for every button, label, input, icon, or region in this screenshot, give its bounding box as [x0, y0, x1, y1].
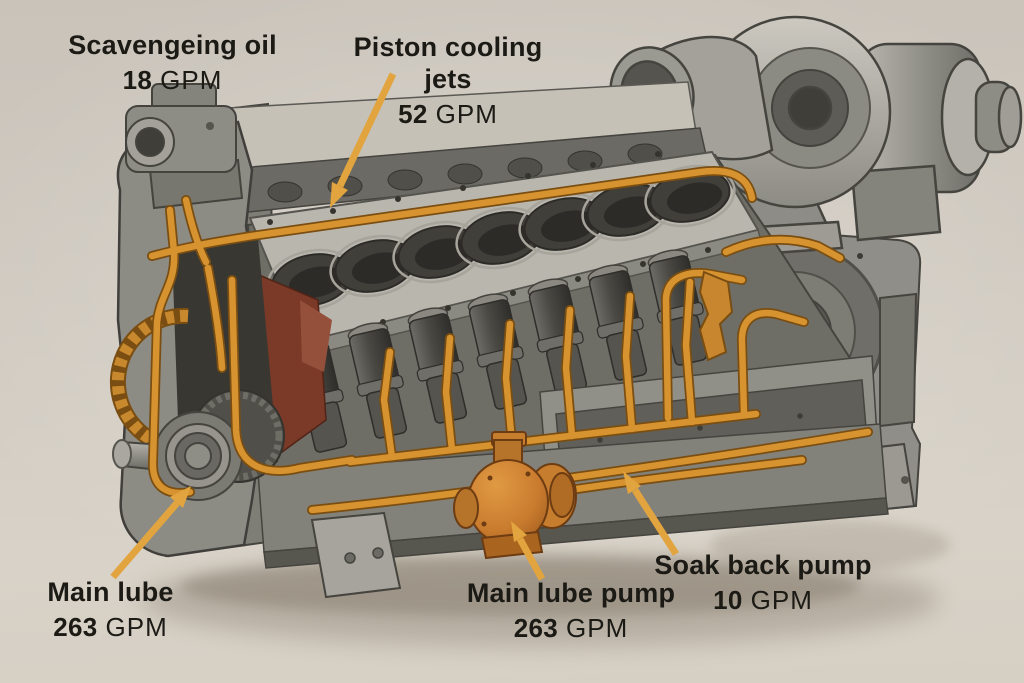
block-top-panel: [227, 81, 709, 213]
annotation-arrows: [110, 72, 679, 581]
arrow-main-lube: [110, 486, 191, 580]
arrow-soak-back-pump: [623, 471, 679, 556]
turbo-drum: [850, 42, 1023, 242]
oil-gallery-pipes: [152, 171, 868, 510]
orange-bracket: [698, 270, 734, 362]
deck-bolt-holes: [267, 151, 711, 339]
arrow-main-lube-pump: [511, 521, 546, 581]
label-main-lube-pump-title: Main lube pump: [466, 578, 676, 608]
scavenging-pump-part: [125, 83, 244, 210]
label-main-lube-title: Main lube: [47, 577, 174, 607]
arrow-piston-cooling-jets: [330, 72, 397, 208]
label-piston-cooling-jets-title: Piston cooling jets: [353, 32, 543, 94]
label-soak-back-pump-title: Soak back pump: [654, 550, 872, 580]
turbocharger: [609, 15, 1023, 262]
crankshaft-hub: [112, 411, 243, 501]
mounting-foot: [310, 511, 402, 599]
label-scavenging-oil-title: Scavengeing oil: [68, 30, 277, 60]
